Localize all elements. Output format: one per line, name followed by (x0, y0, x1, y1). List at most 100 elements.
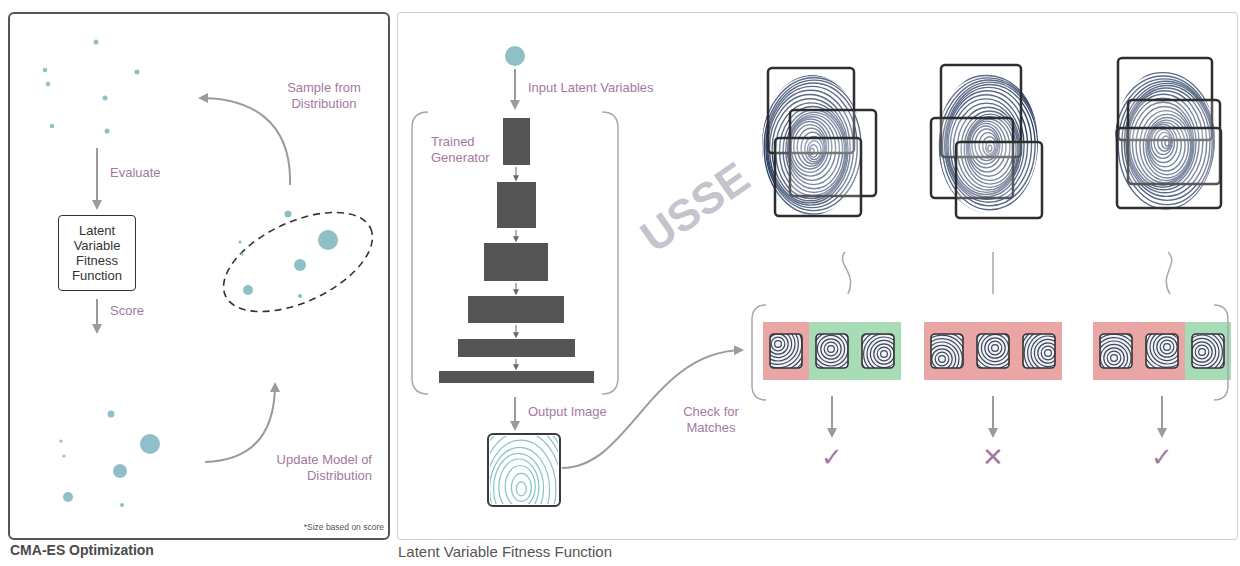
patch-texture (1023, 334, 1055, 368)
match-cell (924, 322, 970, 380)
patch-ridge (816, 334, 848, 368)
small-arrow (516, 167, 517, 180)
patch-ridge (816, 334, 848, 368)
match-cell (1093, 322, 1139, 380)
result-arrows (832, 396, 1162, 436)
patch-ridge (862, 334, 894, 368)
match-mark: ✓ (812, 442, 852, 472)
patch-ridge (775, 341, 782, 348)
flow-arrow (96, 299, 98, 332)
sample-dot (46, 82, 51, 87)
crop-boxes (768, 58, 1221, 218)
panel-title: CMA-ES Optimization (10, 542, 154, 559)
sample-dot (243, 285, 253, 295)
patch-ridge (770, 334, 798, 364)
process-box: Latent Variable Fitness Function (58, 215, 136, 291)
footnote: *Size based on score (278, 522, 384, 532)
patch-frame (1192, 334, 1224, 368)
patch-ridge (1146, 334, 1178, 368)
patch-ridge (770, 334, 802, 368)
patch-ridge (1045, 350, 1052, 357)
patch-ridge (992, 345, 999, 352)
patch-ridge (1034, 339, 1055, 366)
sample-dot (298, 294, 302, 298)
patch-ridge (1192, 334, 1222, 368)
patch-ridge (1111, 355, 1118, 362)
flow-arrow (1161, 396, 1163, 436)
patch-ridge (1023, 334, 1055, 368)
patch-texture (816, 334, 848, 368)
patch-ridge (1107, 351, 1121, 365)
patch-ridge (935, 352, 949, 366)
patch-ridge (1100, 338, 1132, 368)
contour-line (494, 453, 544, 504)
match-cell (1185, 322, 1231, 380)
flow-arrow (205, 384, 275, 462)
patch-ridge (977, 334, 1009, 368)
flow-arrow (96, 148, 98, 208)
contour-line (490, 436, 558, 504)
patch-ridge (862, 334, 894, 368)
match-mark: ✕ (973, 442, 1013, 472)
sample-dot (318, 230, 338, 250)
patch-ridge (1192, 334, 1224, 368)
patch-ridge (1028, 334, 1055, 368)
sample-dot (113, 464, 127, 478)
patch-ridge (862, 334, 894, 368)
patch-ridge (978, 334, 1009, 365)
generator-layer (484, 243, 548, 281)
scored-dots (59, 411, 160, 508)
contour-line (511, 473, 531, 501)
patch-ridge (877, 347, 891, 361)
patch-ridge (816, 334, 848, 368)
patch-ridge (1100, 334, 1132, 368)
patch-ridge (816, 334, 848, 368)
contour-line (505, 466, 535, 504)
patch-cell (1007, 312, 1089, 394)
distribution-ellipse (209, 192, 388, 332)
output-image (490, 436, 558, 504)
bracket (1214, 305, 1228, 400)
step-label: Input Latent Variables (528, 80, 654, 96)
patch-ridge (931, 342, 959, 368)
generator-layer (458, 339, 575, 357)
small-arrow (516, 359, 517, 369)
patch-rows (737, 303, 1240, 400)
patch-ridge (1100, 334, 1132, 368)
patch-ridge (1146, 334, 1178, 368)
sample-dot (105, 129, 110, 134)
patch-ridge (1023, 334, 1055, 368)
patch-ridge (1160, 340, 1174, 354)
generator-layer (468, 296, 564, 323)
patch-ridge (977, 334, 1009, 368)
patch-ridge (988, 341, 1002, 355)
patch-ridge (1146, 334, 1178, 368)
patch-ridge (1100, 334, 1132, 368)
panel-box: Latent Variable Fitness Function (397, 12, 1238, 540)
patch-cell (843, 313, 925, 395)
patch-ridge (1195, 345, 1209, 359)
crop-box (956, 142, 1042, 218)
patch-ridge (1146, 334, 1178, 368)
sample-dot (294, 259, 306, 271)
patch-ridge (1199, 349, 1206, 356)
patch-ridge (770, 334, 802, 368)
flow-arrow (200, 98, 290, 185)
patch-ridge (870, 340, 894, 367)
sample-dot (43, 68, 48, 73)
patch-ridge (824, 342, 838, 356)
patch-ridge (1192, 342, 1212, 362)
population-dots (43, 40, 140, 134)
contour-line (490, 440, 556, 504)
patch-ridge (816, 334, 848, 368)
box-label: Latent Variable Fitness Function (65, 223, 129, 283)
step-label: Check for Matches (666, 404, 756, 436)
patch-texture (1100, 334, 1132, 368)
patch-texture (862, 334, 894, 368)
step-label: Sample from Distribution (268, 80, 380, 112)
patch-ridge (1024, 334, 1055, 368)
small-arrow (516, 230, 517, 241)
patch-ridge (862, 334, 894, 368)
leader-line (842, 252, 850, 294)
